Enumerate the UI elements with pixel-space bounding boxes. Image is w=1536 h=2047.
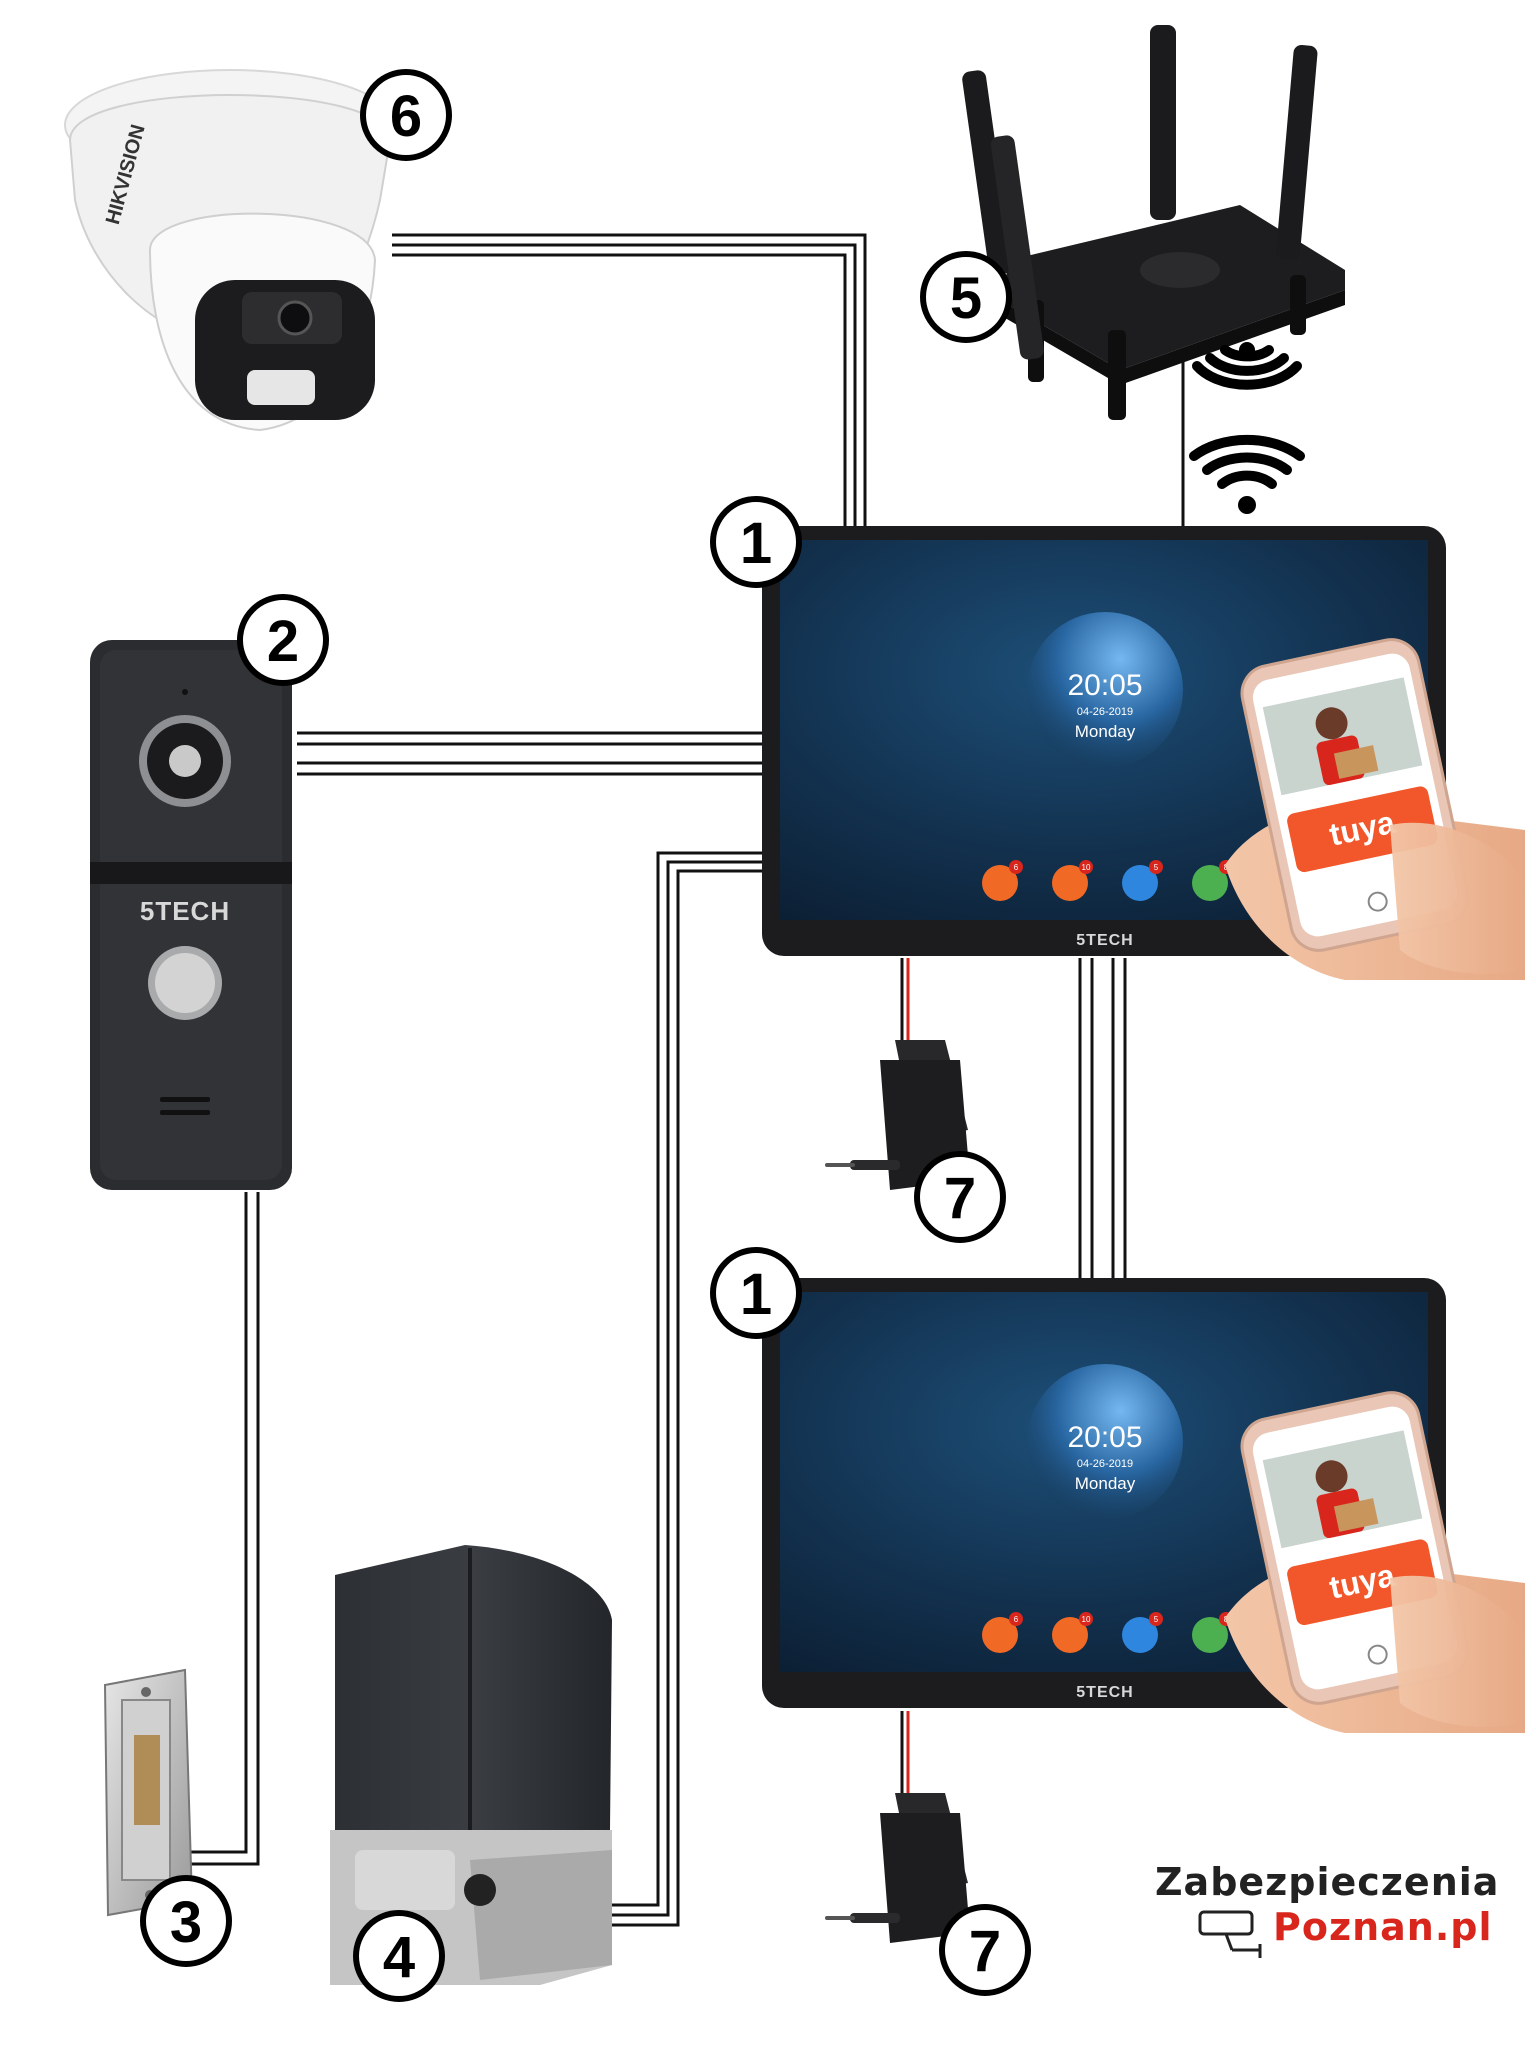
monitor-2-brand: 5TECH [1076,1684,1133,1701]
label-4: 4 [353,1910,445,2002]
call-log-icon [982,1617,1018,1653]
badge-3: 5 [1154,1615,1159,1624]
message-icon [1052,1617,1088,1653]
label-2: 2 [237,594,329,686]
label-3-text: 3 [170,1890,202,1955]
monitor-2-date: 04-26-2019 [1077,1458,1133,1470]
monitor-2-time: 20:05 [1067,1421,1142,1454]
badge-1: 6 [1014,1615,1019,1624]
label-4-text: 4 [383,1925,415,1990]
power-adapter-2 [825,1793,970,1943]
label-3: 3 [140,1875,232,1967]
label-7-bottom-text: 7 [969,1919,1001,1984]
label-5: 5 [920,251,1012,343]
dome-camera: HIKVISION [64,69,396,432]
monitor-1-date: 04-26-2019 [1077,706,1133,718]
label-7-bottom: 7 [939,1904,1031,1996]
badge-3: 5 [1154,863,1159,872]
monitor-1-time: 20:05 [1067,669,1142,702]
monitor-2-day: Monday [1075,1474,1136,1493]
wifi-signal-icon [1192,342,1302,390]
badge-2: 10 [1082,1615,1091,1624]
label-6: 6 [360,69,452,161]
wires [190,233,1185,1927]
badge-1: 6 [1014,863,1019,872]
label-1-top: 1 [710,496,802,588]
monitor-1-brand: 5TECH [1076,932,1133,949]
logo-line-1: Zabezpieczenia [1155,1860,1499,1904]
monitor-icon [1122,865,1158,901]
power-wires [900,958,910,1793]
label-1-top-text: 1 [740,511,772,576]
alarm-icon [1192,865,1228,901]
message-icon [1052,865,1088,901]
alarm-icon [1192,1617,1228,1653]
smartphone-app-2 [1223,1385,1527,1735]
call-log-icon [982,865,1018,901]
badge-2: 10 [1082,863,1091,872]
outdoor-doorbell-panel: 5TECH [90,640,292,1190]
smartphone-app-1 [1223,632,1527,982]
monitor-2-app-icons: 6 10 5 8 [982,1612,1233,1653]
cctv-camera-icon [1198,1910,1262,1958]
label-1-bottom-text: 1 [740,1262,772,1327]
label-6-text: 6 [390,84,422,149]
label-2-text: 2 [267,609,299,674]
sliding-gate-motor [330,1545,612,1985]
label-7-top-text: 7 [944,1166,976,1231]
wifi-icon [1189,434,1305,514]
label-1-bottom: 1 [710,1247,802,1339]
doorbell-brand: 5TECH [140,896,230,926]
monitor-icon [1122,1617,1158,1653]
logo-line-2: Poznan.pl [1273,1905,1492,1949]
monitor-1-day: Monday [1075,722,1136,741]
label-5-text: 5 [950,266,982,331]
label-7-top: 7 [914,1151,1006,1243]
zabezpieczenia-logo: Zabezpieczenia Poznan.pl [1155,1860,1499,1958]
router [962,25,1345,420]
